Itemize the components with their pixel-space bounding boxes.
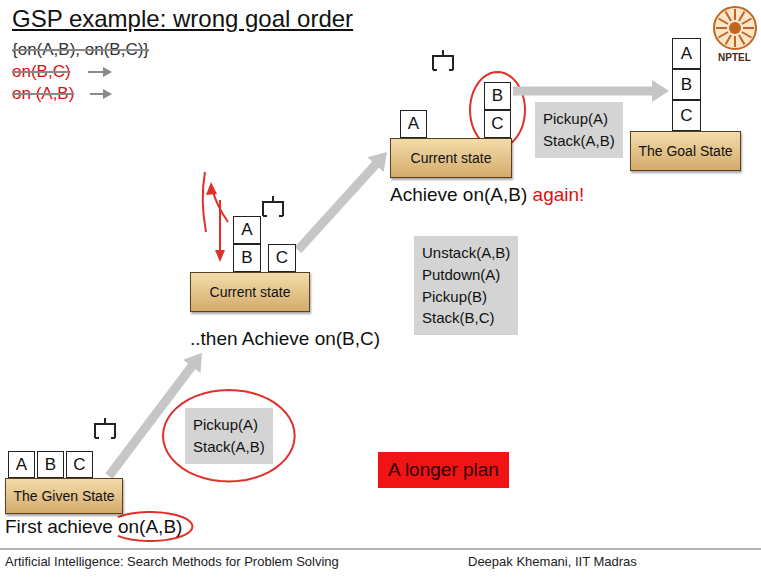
logo-ray — [716, 27, 727, 29]
block: C — [66, 451, 93, 478]
struck-goal: on (A,B) — [12, 84, 74, 104]
logo-ray — [734, 9, 736, 20]
block-letter: A — [408, 114, 419, 134]
footer-rule — [0, 548, 761, 550]
table-label: The Given State — [13, 488, 114, 504]
goal-block: B — [672, 69, 701, 100]
state-table: Current state ..then Achieve on(B,C) — [190, 272, 380, 350]
logo-text: NPTEL — [718, 52, 751, 64]
logo-ray — [726, 35, 732, 45]
arrow-head — [367, 152, 387, 172]
plan-box: Pickup(A) Stack(A,B) — [185, 408, 273, 464]
plan-steps: Pickup(A) Stack(A,B) — [543, 108, 615, 152]
block-letter: B — [45, 455, 56, 475]
plan-box: Pickup(A) Stack(A,B) — [535, 102, 623, 158]
note-text: A longer plan — [388, 459, 499, 481]
flow-arrow — [298, 152, 387, 250]
block-letter: B — [492, 86, 503, 106]
plan-box: Unstack(A,B) Putdown(A) Pickup(B) Stack(… — [414, 236, 518, 335]
caption-text: ..then Achieve on(B,C) — [190, 328, 380, 349]
logo-core — [729, 22, 741, 34]
highlight-box: A longer plan — [378, 452, 509, 488]
block-letter: C — [73, 455, 85, 475]
state-caption: First achieve on(A,B) — [5, 516, 182, 538]
logo-ring — [714, 7, 756, 49]
gripper-symbol — [263, 196, 283, 216]
footer-course: Artificial Intelligence: Search Methods … — [5, 555, 339, 570]
block: B — [484, 82, 511, 110]
annotation-stroke — [203, 172, 206, 232]
footer-author: Deepak Khemani, IIT Madras — [468, 555, 637, 570]
struck-goal-set: {on(A,B), on(B,C)} — [12, 40, 149, 60]
flow-arrow — [513, 80, 669, 102]
logo-ray — [742, 32, 752, 38]
arrow-shaft — [298, 163, 377, 250]
annotation-arrowhead — [215, 250, 225, 262]
block-letter: C — [276, 248, 288, 268]
block-letter: A — [681, 44, 692, 64]
nptel-logo — [714, 7, 756, 49]
goal-state-table: The Goal State — [630, 131, 741, 171]
block-letter: C — [680, 106, 692, 126]
logo-ray — [743, 27, 754, 29]
struck-goal: on(B,C) — [12, 62, 71, 82]
arrow-head — [183, 353, 202, 373]
block-letter: A — [16, 455, 27, 475]
arrow-head — [652, 80, 669, 102]
logo-ray — [719, 32, 729, 38]
state-table: Current stateAchieve on(A,B) again! — [390, 138, 584, 206]
arrow-shaft — [109, 365, 193, 476]
table-surface: The Goal State — [630, 131, 741, 171]
table-surface: Current state — [190, 272, 310, 312]
logo-ray — [742, 19, 752, 25]
gripper-symbol — [433, 50, 453, 70]
table-label: Current state — [210, 284, 291, 300]
annotation-ring — [470, 72, 525, 148]
logo-ray — [734, 36, 736, 47]
state-caption: Achieve on(A,B) again! — [390, 184, 584, 206]
block-letter: C — [491, 114, 503, 134]
caption-text: Achieve on(A,B) — [390, 184, 527, 205]
emphasis-text: again! — [533, 184, 585, 205]
annotation-arrow — [219, 200, 221, 252]
strike-arrow — [88, 71, 104, 73]
state-table: The Given StateFirst achieve on(A,B) — [5, 478, 182, 538]
goal-block: A — [672, 38, 701, 69]
table-surface: The Given State — [5, 478, 123, 514]
block-letter: A — [241, 220, 252, 240]
plan-steps: Pickup(A) Stack(A,B) — [193, 414, 265, 458]
table-label: Current state — [411, 150, 492, 166]
block-letter: B — [241, 248, 252, 268]
caption-text: First achieve on(A,B) — [5, 516, 182, 537]
state-caption: ..then Achieve on(B,C) — [190, 328, 380, 350]
block: C — [484, 110, 511, 138]
strike-arrowhead — [103, 89, 112, 99]
logo-ray — [739, 12, 745, 22]
annotation-ring — [163, 390, 295, 482]
strike-arrow — [90, 93, 104, 95]
table-label: The Goal State — [638, 143, 732, 159]
arrow-shaft — [513, 87, 654, 96]
goal-block: C — [672, 100, 701, 131]
logo-ray — [739, 35, 745, 45]
block: C — [268, 244, 296, 272]
block: A — [8, 451, 35, 478]
block: B — [37, 451, 64, 478]
gripper-symbol — [95, 418, 115, 438]
block-letter: B — [681, 75, 692, 95]
annotation-arrowhead — [206, 182, 217, 195]
block: A — [233, 216, 261, 244]
block: A — [400, 110, 427, 138]
logo-ray — [719, 19, 729, 25]
plan-steps: Unstack(A,B) Putdown(A) Pickup(B) Stack(… — [422, 242, 510, 329]
logo-ray — [726, 12, 732, 22]
slide-title: GSP example: wrong goal order — [12, 5, 353, 33]
strike-arrowhead — [103, 67, 112, 77]
table-surface: Current state — [390, 138, 512, 178]
block: B — [233, 244, 261, 272]
